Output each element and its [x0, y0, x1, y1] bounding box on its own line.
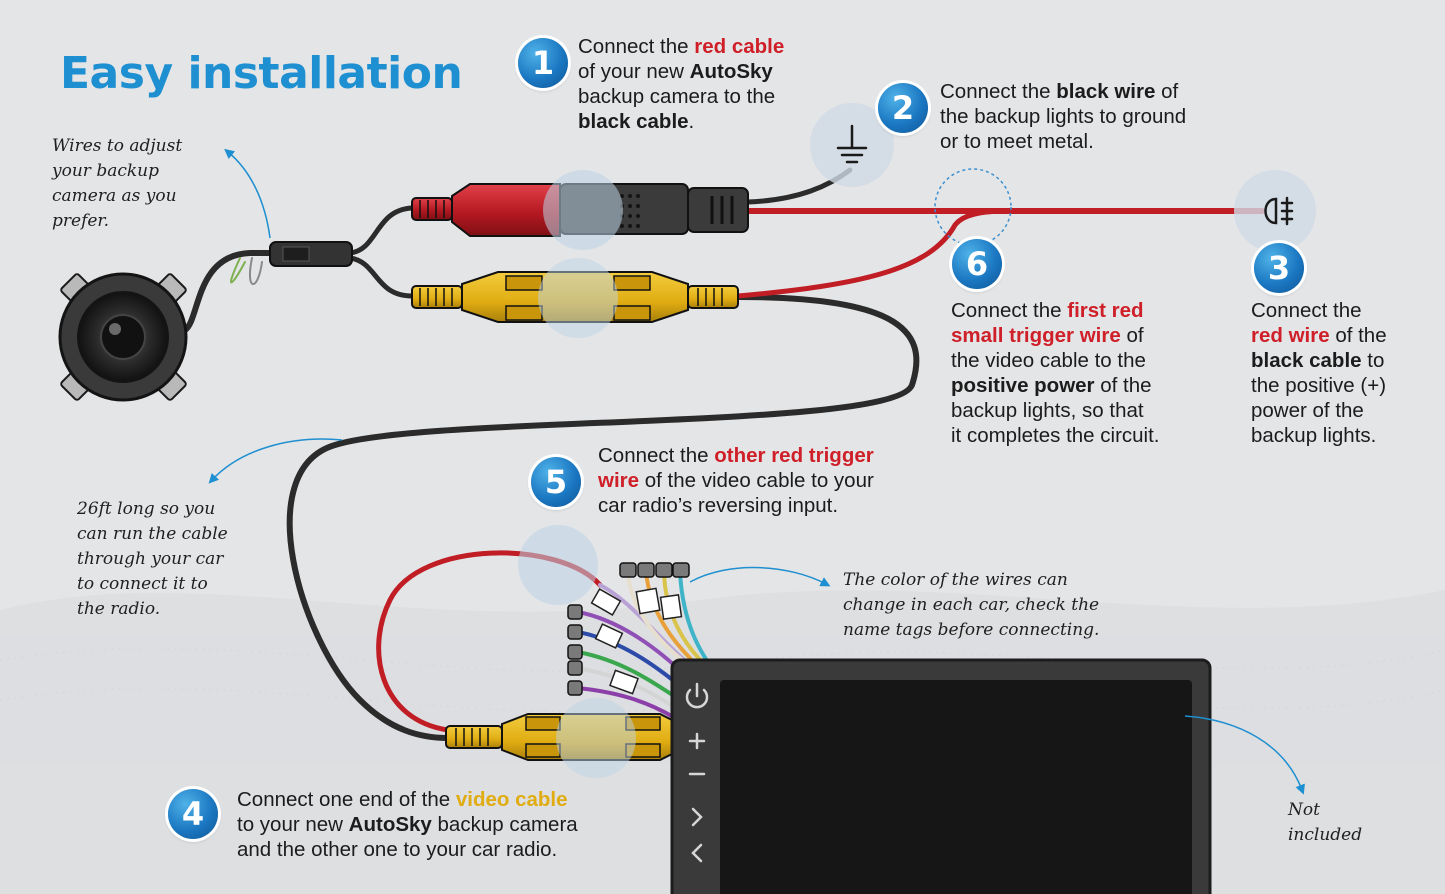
step-2-badge: 2 — [878, 83, 928, 133]
note-adjust-line-4: prefer. — [52, 211, 110, 231]
note-adjust-line-1: Wires to adjust — [52, 136, 183, 156]
step-2-text: Connect the black wire of the backup lig… — [940, 79, 1260, 154]
trigger-wire — [735, 208, 1013, 299]
step-1-badge: 1 — [518, 38, 568, 88]
step-5-text-a: Connect the — [598, 444, 715, 467]
step-3-text: Connect the red wire of the black cable … — [1251, 298, 1436, 448]
note-cable-length: 26ft long so you can run the cable throu… — [77, 497, 277, 622]
yellow-connector — [411, 258, 739, 338]
note-length-line-4: to connect it to — [77, 574, 208, 594]
step-4-video-cable: video cable — [455, 788, 568, 811]
step-1-text-a: Connect the — [578, 35, 695, 58]
step-5-text-b: of the video cable to your — [639, 469, 874, 492]
step-6-text-f: it completes the circuit. — [951, 424, 1160, 447]
step-5-text: Connect the other red trigger wire of th… — [598, 443, 938, 518]
page-title: Easy installation — [60, 48, 463, 99]
note-not-included: Not included — [1288, 798, 1398, 848]
junction-marker — [934, 168, 1012, 246]
step-6-positive-power: positive power — [951, 374, 1095, 397]
step-6-text-b: of — [1120, 324, 1144, 347]
note-wire-colors: The color of the wires can change in eac… — [843, 568, 1183, 643]
step-4-text-b: to your new — [237, 813, 349, 836]
step-6-text-e: backup lights, so that — [951, 399, 1144, 422]
power-icon — [685, 682, 709, 709]
step-3-text-a: Connect the — [1251, 299, 1362, 322]
yellow-connector-radio — [445, 698, 681, 778]
note-adjust-line-2: your backup — [52, 161, 159, 181]
note-not-line-1: Not — [1288, 800, 1320, 820]
step-1-period: . — [688, 110, 695, 133]
step-5-red-trigger: other red trigger — [714, 444, 874, 467]
step-6-text-c: the video cable to the — [951, 349, 1146, 372]
wire-plugs — [567, 562, 690, 696]
splitter-top — [347, 205, 415, 256]
backup-light-icon — [1234, 170, 1316, 252]
step-2-text-c: the backup lights to ground — [940, 105, 1187, 128]
step-1-black-cable: black cable — [578, 110, 689, 133]
note-adjust-line-3: camera as you — [52, 186, 177, 206]
ground-icon — [810, 103, 894, 187]
step-3-text-d: the positive (+) — [1251, 374, 1387, 397]
camera-cable — [182, 250, 273, 333]
step-4-text-d: and the other one to your car radio. — [237, 838, 558, 861]
step-2-text-a: Connect the — [940, 80, 1057, 103]
note-colors-line-3: name tags before connecting. — [843, 620, 1100, 640]
step-5-wire: wire — [598, 469, 640, 492]
step-6-text-a: Connect the — [951, 299, 1068, 322]
step-3-red-wire: red wire — [1251, 324, 1330, 347]
note-length-line-3: through your car — [77, 549, 224, 569]
note-length-line-5: the radio. — [77, 599, 161, 619]
step-6-text-d: of the — [1094, 374, 1152, 397]
step-6-trigger-wire: small trigger wire — [951, 324, 1121, 347]
note-colors-line-2: change in each car, check the — [843, 595, 1100, 615]
annotation-arrows — [208, 148, 1305, 795]
step-3-badge: 3 — [1254, 243, 1304, 293]
note-colors-line-1: The color of the wires can — [843, 570, 1068, 590]
step-4-text-c: backup camera — [431, 813, 578, 836]
step-1-brand: AutoSky — [689, 60, 773, 83]
note-adjust-wires: Wires to adjust your backup camera as yo… — [52, 134, 232, 234]
step-1-text-c: backup camera to the — [578, 85, 776, 108]
highlight-trigger-radio — [518, 525, 598, 605]
step-2-text-d: or to meet metal. — [940, 130, 1094, 153]
step-3-text-f: backup lights. — [1251, 424, 1377, 447]
step-1-red-cable: red cable — [694, 35, 785, 58]
step-1-text: Connect the red cable of your new AutoSk… — [578, 34, 838, 134]
step-3-black-cable: black cable — [1251, 349, 1362, 372]
step-4-brand: AutoSky — [348, 813, 432, 836]
step-5-badge: 5 — [531, 457, 581, 507]
backup-camera — [58, 272, 188, 402]
note-length-line-2: can run the cable — [77, 524, 228, 544]
step-6-text: Connect the first red small trigger wire… — [951, 298, 1221, 448]
note-not-line-2: included — [1288, 825, 1363, 845]
step-4-text-a: Connect one end of the — [237, 788, 456, 811]
step-3-text-b: of the — [1329, 324, 1387, 347]
chevron-left-icon — [691, 843, 703, 863]
step-1-text-b: of your new — [578, 60, 690, 83]
car-radio — [670, 658, 1212, 894]
note-length-line-1: 26ft long so you — [77, 499, 216, 519]
step-3-text-c: to — [1361, 349, 1385, 372]
step-3-text-e: power of the — [1251, 399, 1364, 422]
step-4-badge: 4 — [168, 789, 218, 839]
chevron-right-icon — [691, 807, 703, 827]
step-6-first-red: first red — [1067, 299, 1144, 322]
step-4-text: Connect one end of the video cable to yo… — [237, 787, 657, 862]
splitter — [269, 241, 353, 267]
step-2-black-wire: black wire — [1056, 80, 1156, 103]
video-cable — [286, 294, 920, 741]
step-6-badge: 6 — [952, 239, 1002, 289]
plus-icon — [688, 732, 706, 750]
step-5-text-c: car radio’s reversing input. — [598, 494, 839, 517]
step-2-text-b: of — [1155, 80, 1179, 103]
red-connector — [411, 170, 749, 250]
name-tags — [590, 587, 683, 695]
splitter-bottom — [347, 255, 415, 299]
